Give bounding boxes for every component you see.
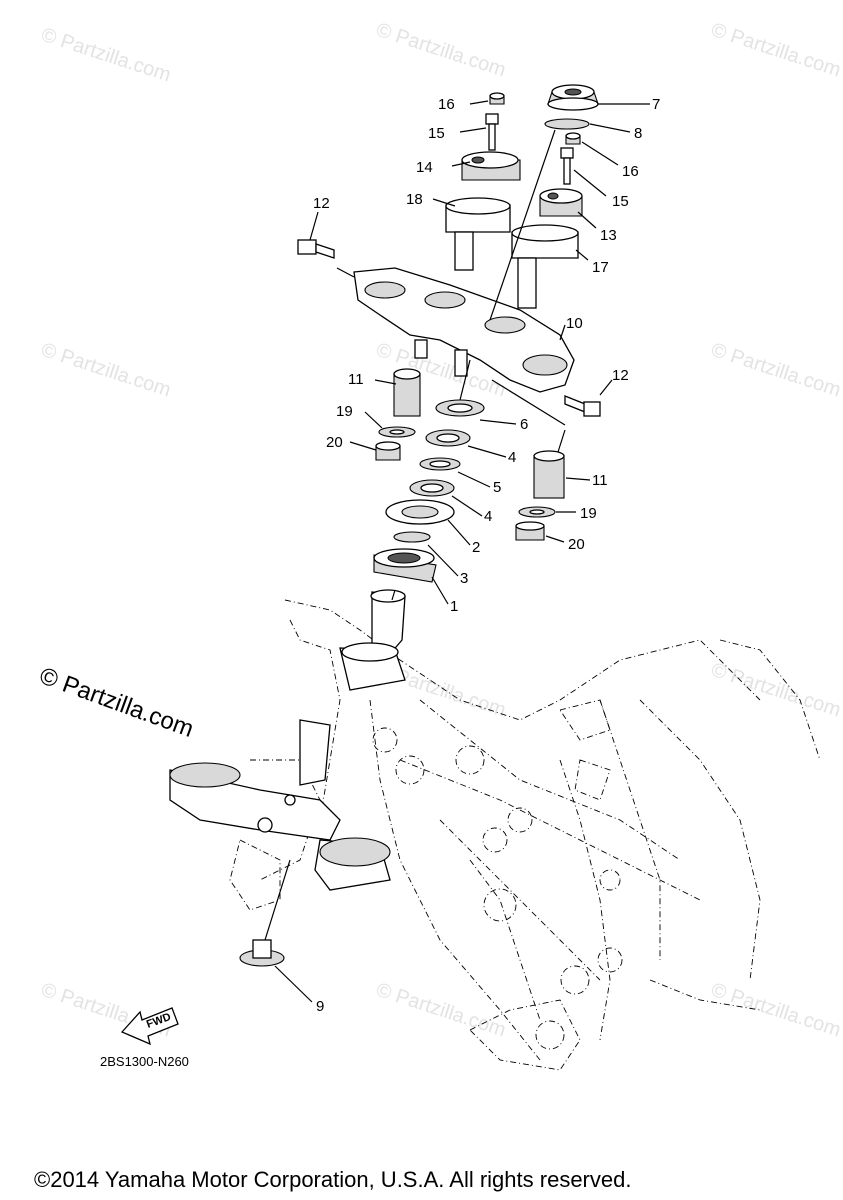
callout-10: 10 [566,315,583,332]
leader-lines [264,100,650,1003]
part-19-washer [518,506,556,518]
callout-11: 11 [348,371,364,388]
watermark: © Partzilla.com [373,19,508,82]
callout-19: 19 [580,505,597,522]
callout-16: 16 [622,163,639,180]
callout-labels: 16 15 14 18 12 7 8 16 15 13 17 10 12 11 … [313,96,660,1015]
copyright-notice: ©2014 Yamaha Motor Corporation, U.S.A. A… [34,1167,631,1192]
part-15-bolt [485,113,499,151]
watermark: © Partzilla.com [708,979,843,1042]
callout-18: 18 [406,191,423,208]
part-15-bolt [560,147,574,185]
part-18-handlebar-holder-lower [445,197,511,271]
callout-4: 4 [508,449,516,466]
part-1-bearing [373,548,437,583]
part-9-bolt [239,939,285,967]
callout-6: 6 [520,416,528,433]
part-20-nut [375,441,401,461]
callout-11: 11 [592,472,608,489]
watermark: © Partzilla.com [708,339,843,402]
part-6-lock-washer [435,399,485,417]
part-20-nut [515,521,545,541]
part-12-bolt [564,395,601,417]
part-3-seal [393,531,431,543]
callout-3: 3 [460,570,468,587]
callout-4: 4 [484,508,492,525]
callout-12: 12 [612,367,629,384]
callout-20: 20 [568,536,585,553]
part-5-washer [419,457,461,471]
callout-9: 9 [316,998,324,1015]
part-11-spacer [533,450,565,499]
part-8-washer [544,118,590,130]
callout-20: 20 [326,434,343,451]
callout-15: 15 [428,125,445,142]
part-12-bolt [297,239,335,259]
part-2-seal-cover [385,499,455,525]
part-19-washer [378,426,416,438]
forward-arrow-icon: FWD [120,1007,179,1046]
part-16-cap [489,92,505,105]
callout-2: 2 [472,539,480,556]
part-17-handlebar-holder-lower [511,224,579,309]
motorcycle-frame [229,599,821,1071]
callout-5: 5 [493,479,501,496]
watermark-layer: © Partzilla.com © Partzilla.com © Partzi… [38,19,843,1042]
part-16-cap [565,132,581,145]
diagram-code: 2BS1300-N260 [100,1054,189,1069]
callout-8: 8 [634,125,642,142]
callout-14: 14 [416,159,433,176]
callout-12: 12 [313,195,330,212]
under-bracket [169,589,406,891]
part-10-upper-bracket [353,267,575,393]
callout-17: 17 [592,259,609,276]
watermark: © Partzilla.com [708,19,843,82]
watermark: © Partzilla.com [38,24,173,87]
part-4-ring-nut [409,479,455,497]
watermark: © Partzilla.com [373,979,508,1042]
part-13-handlebar-holder-upper [539,188,583,217]
part-14-handlebar-holder-upper [461,151,521,181]
part-11-spacer [393,368,421,417]
partzilla-watermark: © Partzilla.com [36,662,197,743]
callout-19: 19 [336,403,353,420]
watermark: © Partzilla.com [38,339,173,402]
callout-16: 16 [438,96,455,113]
callout-13: 13 [600,227,617,244]
part-7-steering-nut [547,84,599,111]
part-4-ring-nut [425,429,471,447]
callout-1: 1 [450,598,458,615]
callout-7: 7 [652,96,660,113]
callout-15: 15 [612,193,629,210]
